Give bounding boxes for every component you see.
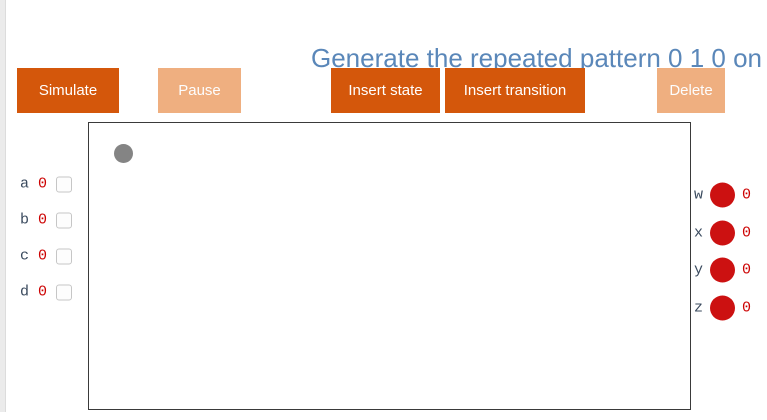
- state-node[interactable]: [114, 144, 133, 163]
- input-value: 0: [38, 283, 48, 301]
- pause-button[interactable]: Pause: [158, 68, 241, 113]
- input-label: b: [20, 211, 30, 229]
- input-label: c: [20, 247, 30, 265]
- output-label: x: [694, 224, 704, 242]
- input-label: d: [20, 283, 30, 301]
- window-edge-strip: [0, 0, 6, 412]
- led-indicator-y: [710, 257, 736, 283]
- led-indicator-x: [710, 220, 736, 246]
- insert-state-button[interactable]: Insert state: [331, 68, 440, 113]
- input-value: 0: [38, 175, 48, 193]
- insert-transition-button[interactable]: Insert transition: [445, 68, 585, 113]
- output-value: 0: [742, 261, 752, 279]
- input-checkbox-c[interactable]: [56, 248, 73, 264]
- output-label: z: [694, 299, 704, 317]
- led-indicator-z: [710, 295, 736, 321]
- led-indicator-w: [710, 182, 736, 208]
- output-label: w: [694, 186, 704, 204]
- output-row-w: w 0: [694, 182, 752, 208]
- delete-button[interactable]: Delete: [657, 68, 725, 113]
- input-label: a: [20, 175, 30, 193]
- input-value: 0: [38, 211, 48, 229]
- input-row-c: c 0: [20, 247, 73, 265]
- circuit-canvas[interactable]: [88, 122, 691, 410]
- output-value: 0: [742, 224, 752, 242]
- simulate-button[interactable]: Simulate: [17, 68, 119, 113]
- output-value: 0: [742, 299, 752, 317]
- output-row-z: z 0: [694, 295, 752, 321]
- input-row-a: a 0: [20, 175, 73, 193]
- output-value: 0: [742, 186, 752, 204]
- input-checkbox-a[interactable]: [56, 176, 73, 192]
- input-row-b: b 0: [20, 211, 73, 229]
- input-checkbox-b[interactable]: [56, 212, 73, 228]
- input-checkbox-d[interactable]: [56, 284, 73, 300]
- output-row-x: x 0: [694, 220, 752, 246]
- output-row-y: y 0: [694, 257, 752, 283]
- output-label: y: [694, 261, 704, 279]
- input-value: 0: [38, 247, 48, 265]
- input-row-d: d 0: [20, 283, 73, 301]
